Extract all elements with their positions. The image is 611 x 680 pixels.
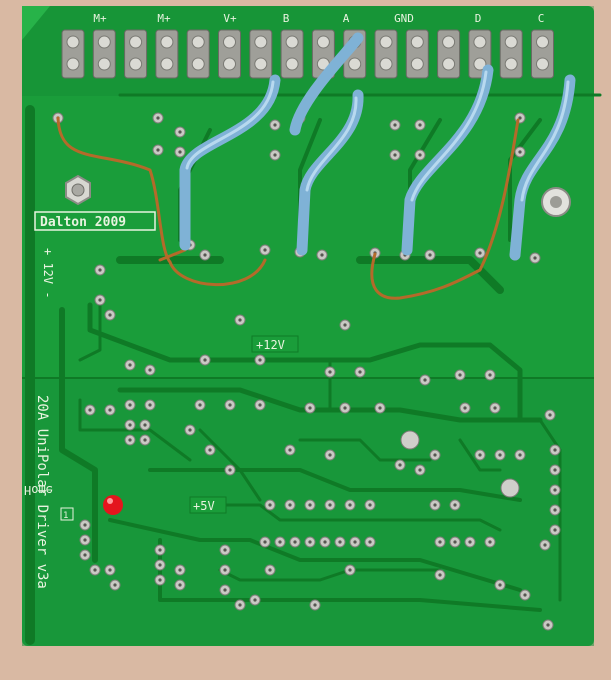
screw-terminal bbox=[280, 29, 304, 79]
led-red bbox=[103, 495, 123, 515]
terminal-label: V+ bbox=[223, 12, 237, 25]
screw-terminal bbox=[61, 29, 85, 79]
label-plus-12v: +12V bbox=[251, 335, 299, 353]
screw-terminal bbox=[124, 29, 148, 79]
terminal-label: D bbox=[475, 12, 482, 25]
svg-text:+5V: +5V bbox=[193, 499, 215, 513]
screw-terminal bbox=[186, 29, 210, 79]
screw-terminal bbox=[405, 29, 429, 79]
copper-jumpers bbox=[56, 116, 520, 300]
terminal-label: A bbox=[343, 12, 350, 25]
board-corner bbox=[22, 6, 50, 40]
screw-terminal bbox=[218, 29, 241, 79]
screw-terminal bbox=[499, 29, 523, 79]
label-dalton-2009: Dalton 2009 bbox=[34, 211, 156, 231]
board-credit: Dalton 2009 bbox=[40, 215, 126, 230]
terminal-label: M+ bbox=[93, 12, 107, 25]
screw-terminal bbox=[531, 29, 554, 79]
terminal-label: M+ bbox=[157, 12, 171, 25]
home-pin-mark: 1 bbox=[60, 507, 74, 521]
terminal-block bbox=[61, 29, 554, 79]
screw-terminal bbox=[437, 29, 461, 79]
power-marking: + 12V - bbox=[41, 248, 55, 299]
driver-title: 20A UniPolar Driver v3a bbox=[34, 395, 50, 589]
mounting-nut-left bbox=[65, 174, 91, 206]
label-plus-5v: +5V bbox=[189, 496, 227, 514]
large-pad bbox=[400, 430, 420, 450]
home-label: Home bbox=[24, 483, 53, 497]
terminal-label: C bbox=[538, 12, 545, 25]
screw-terminal bbox=[155, 29, 179, 79]
terminal-label: B bbox=[283, 12, 290, 25]
screw-terminal bbox=[374, 29, 398, 79]
screw-terminal bbox=[249, 29, 273, 79]
svg-text:+12V: +12V bbox=[256, 338, 285, 352]
screw-terminal bbox=[92, 29, 116, 79]
terminal-labels: M+ M+ V+ B A GND D C bbox=[93, 12, 544, 25]
blue-wires bbox=[179, 32, 576, 261]
mounting-nut-right bbox=[541, 187, 571, 217]
svg-text:1: 1 bbox=[63, 511, 68, 521]
large-pad bbox=[500, 478, 520, 498]
solder-pads bbox=[52, 112, 565, 631]
terminal-label: GND bbox=[394, 12, 414, 25]
